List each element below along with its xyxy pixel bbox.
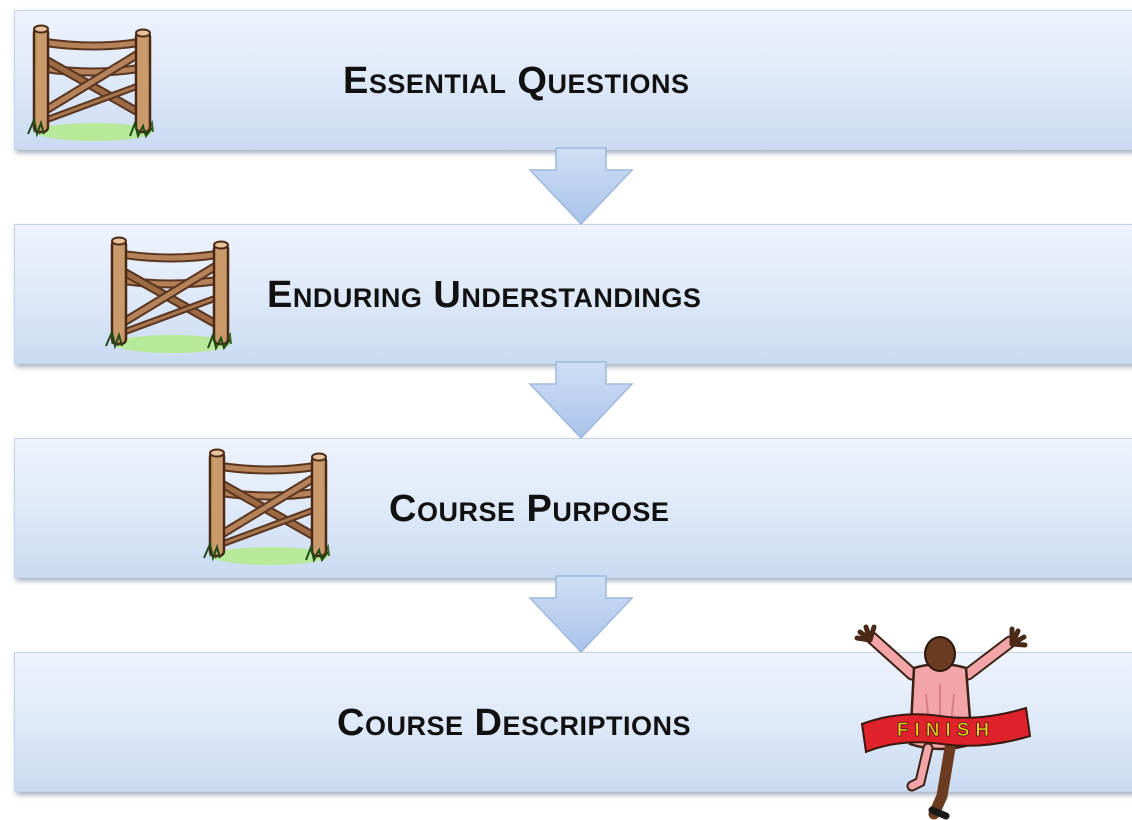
down-arrow-icon	[528, 575, 634, 654]
step-label: Enduring Understandings	[267, 274, 702, 316]
step-label: Essential Questions	[343, 60, 690, 102]
down-arrow-icon	[528, 361, 634, 440]
finish-runner-icon: FINISH	[854, 624, 1032, 820]
finish-banner-text: FINISH	[897, 720, 995, 741]
down-arrow-icon	[528, 147, 634, 226]
fence-icon	[24, 20, 164, 150]
step-label: Course Descriptions	[337, 702, 691, 744]
fence-icon	[102, 232, 242, 362]
step-box-essential-questions: Essential Questions	[14, 10, 1132, 150]
step-box-course-purpose: Course Purpose	[14, 438, 1132, 578]
step-label: Course Purpose	[389, 488, 670, 530]
fence-icon	[200, 444, 340, 574]
